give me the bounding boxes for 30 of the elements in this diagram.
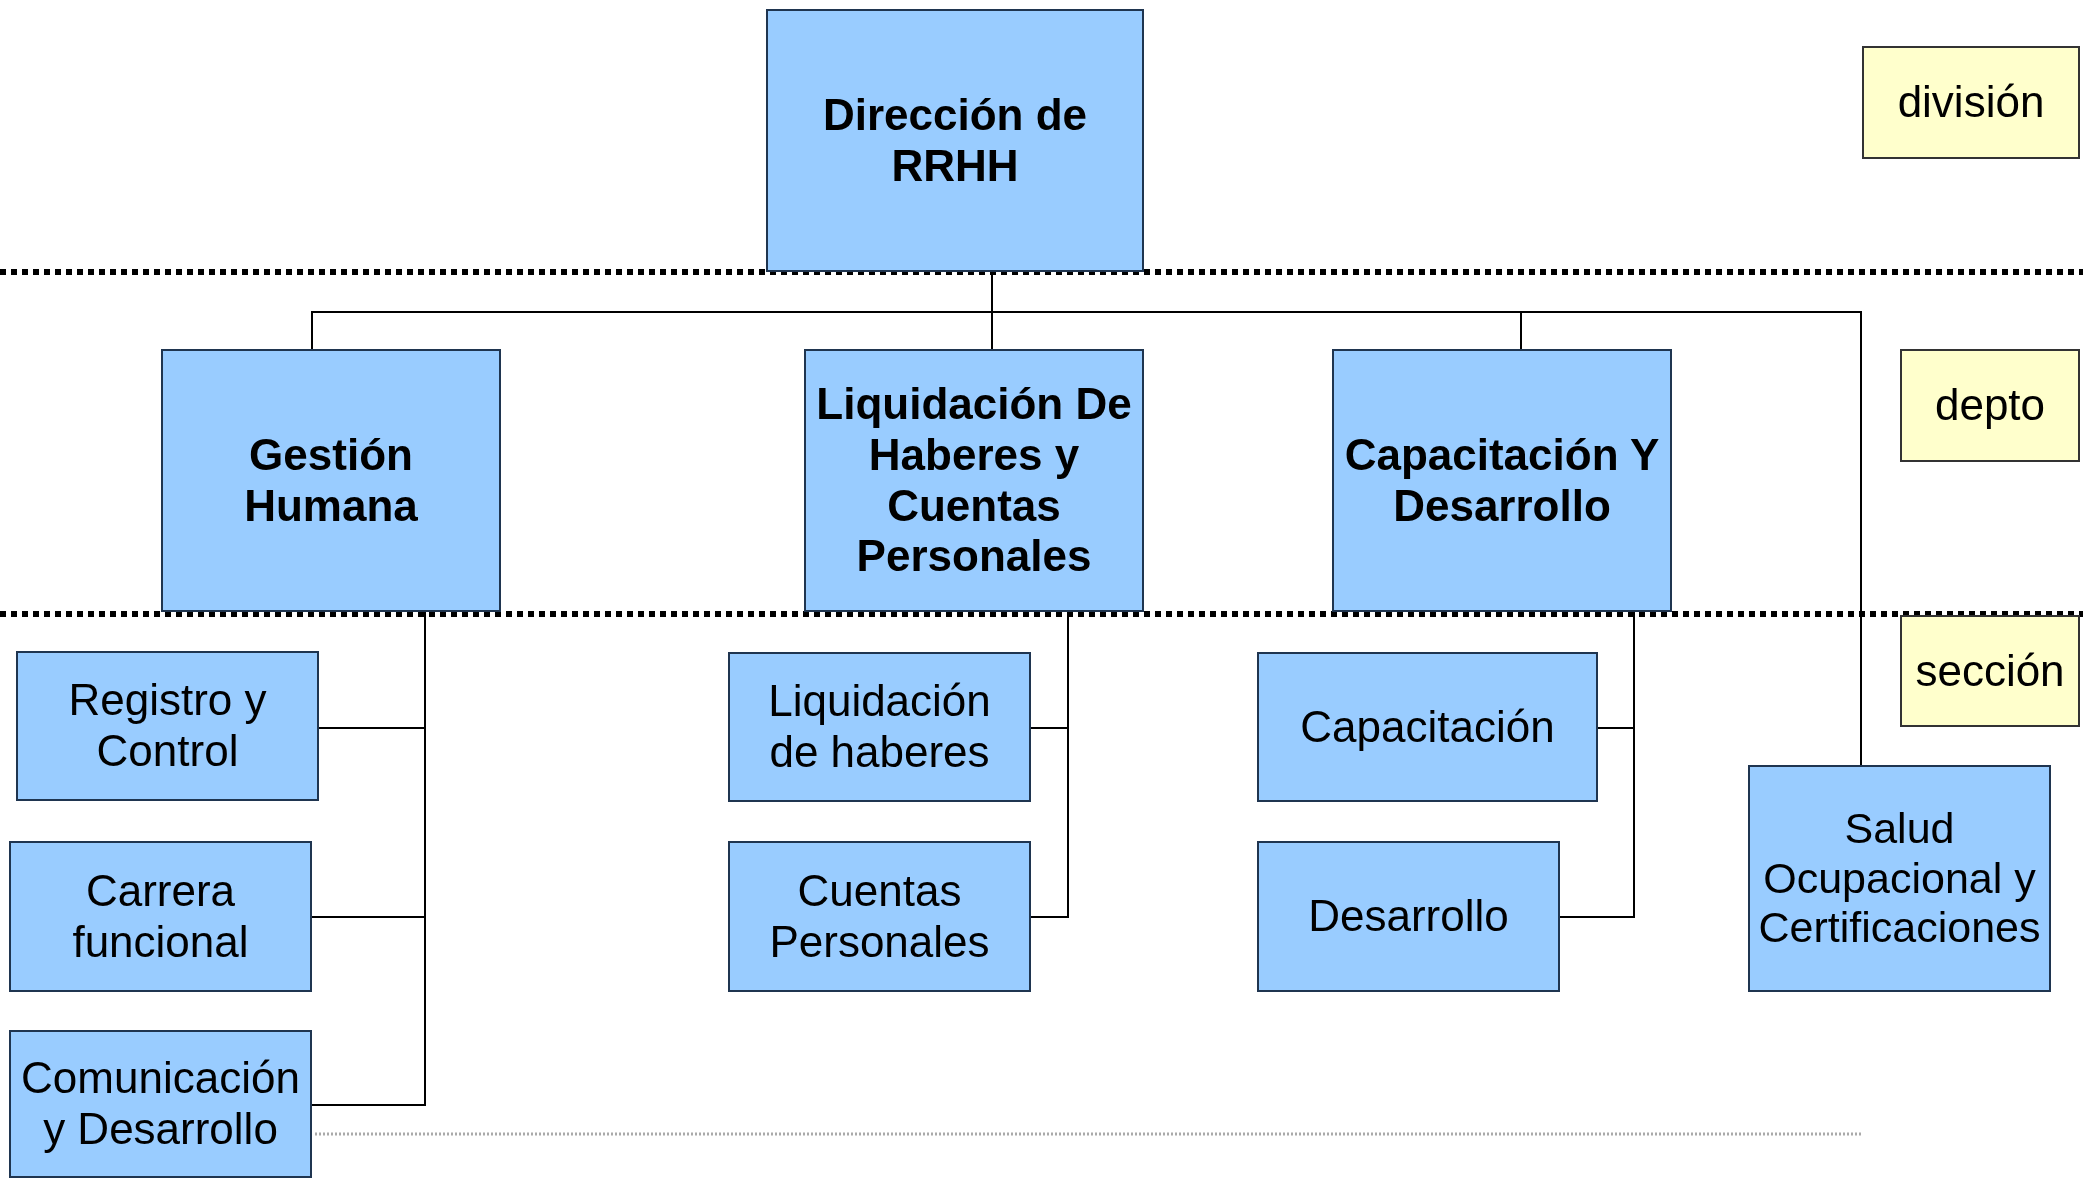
node-label: Liquidación de haberes bbox=[767, 676, 992, 778]
node-label: Comunicación y Desarrollo bbox=[20, 1053, 301, 1155]
section-box bbox=[1257, 652, 1598, 802]
node-label: Liquidación De Haberes y Cuentas Personales bbox=[815, 379, 1133, 582]
node-label: Capacitación bbox=[1300, 701, 1555, 753]
department-box bbox=[161, 349, 501, 612]
level-label-box bbox=[1900, 615, 2080, 727]
node-label: Dirección de RRHH bbox=[821, 89, 1089, 192]
node-label: Desarrollo bbox=[1308, 891, 1509, 942]
section-box bbox=[728, 652, 1031, 802]
node-label: Gestión Humana bbox=[243, 429, 419, 532]
node-label: Capacitación Y Desarrollo bbox=[1343, 429, 1661, 532]
node-label: sección bbox=[1915, 645, 2065, 697]
node-label: Salud Ocupacional y Certificaciones bbox=[1758, 804, 2041, 953]
section-box bbox=[1748, 765, 2051, 992]
level-label-box bbox=[1900, 349, 2080, 462]
division-box bbox=[766, 9, 1144, 272]
node-label: Registro y Control bbox=[67, 675, 268, 777]
department-box bbox=[1332, 349, 1672, 612]
department-box bbox=[804, 349, 1144, 612]
section-box bbox=[1257, 841, 1560, 992]
node-label: depto bbox=[1934, 380, 2046, 431]
node-label: Carrera funcional bbox=[71, 865, 250, 968]
section-box bbox=[16, 651, 319, 801]
section-box bbox=[9, 1030, 312, 1178]
level-label-box bbox=[1862, 46, 2080, 159]
node-label: Cuentas Personales bbox=[768, 865, 991, 968]
node-label: división bbox=[1897, 77, 2045, 128]
section-box bbox=[9, 841, 312, 992]
section-box bbox=[728, 841, 1031, 992]
